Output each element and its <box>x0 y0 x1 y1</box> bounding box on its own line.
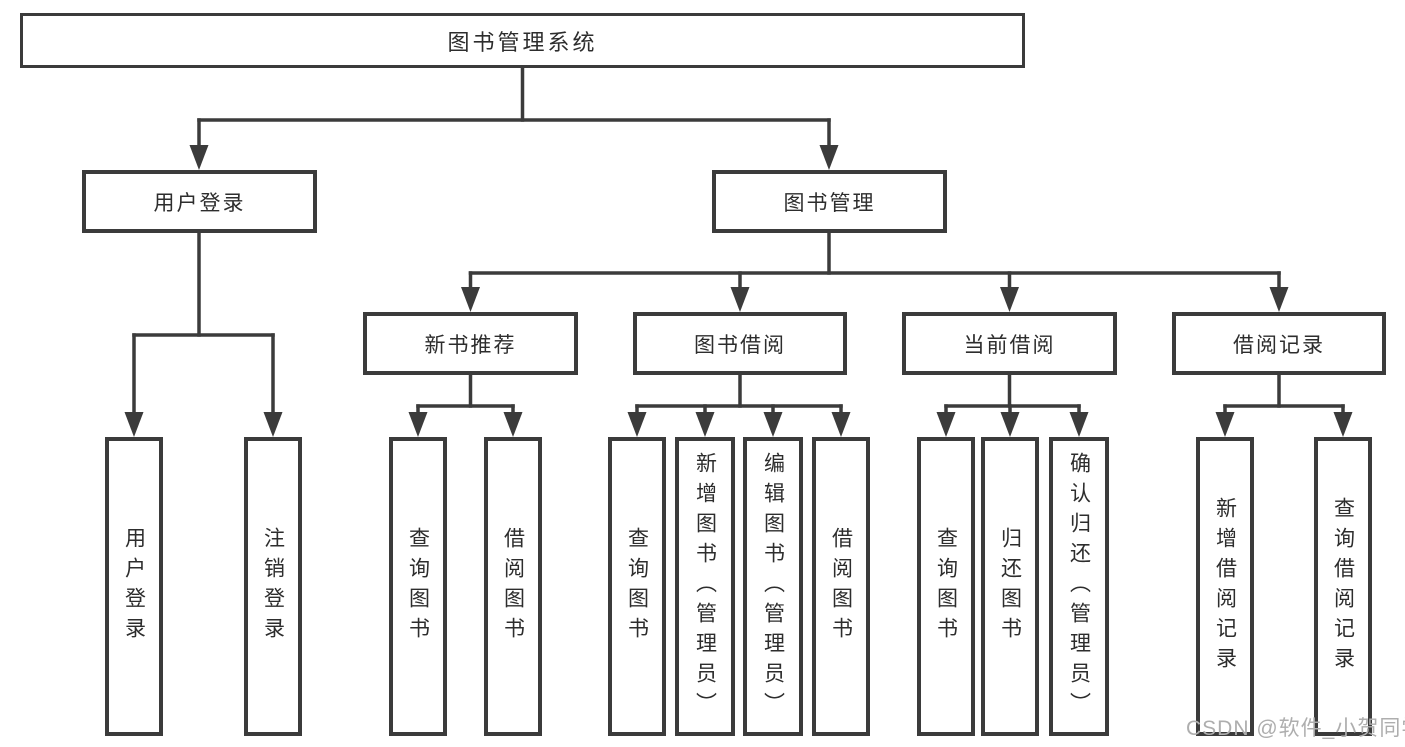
leaf-borrow-add-book-admin: 新增图书（管理员） <box>675 437 735 736</box>
arrowhead <box>1333 412 1353 437</box>
arrowhead <box>189 145 209 170</box>
node-label: 图书管理系统 <box>447 29 598 55</box>
leaf-records-add-record: 新增借阅记录 <box>1196 437 1254 736</box>
arrowhead <box>263 412 283 437</box>
node-label: 借阅图书 <box>501 526 525 647</box>
edges-root-to-level2 <box>189 64 839 170</box>
node-label: 编辑图书（管理员） <box>761 451 785 722</box>
edges-book-management-to-level3 <box>461 229 1289 312</box>
edges-borrow-records-branch <box>1215 373 1353 437</box>
node-label: 当前借阅 <box>963 333 1056 357</box>
leaf-newbook-borrow-books: 借阅图书 <box>484 437 542 736</box>
leaf-current-query-books: 查询图书 <box>917 437 975 736</box>
node-label: 归还图书 <box>998 526 1022 647</box>
node-user-login: 用户登录 <box>82 170 317 233</box>
arrowhead <box>819 145 839 170</box>
arrowhead <box>1000 287 1019 312</box>
node-label: 注销登录 <box>261 526 285 647</box>
arrowhead <box>627 412 647 437</box>
node-label: 查询图书 <box>625 526 649 647</box>
leaf-logout: 注销登录 <box>244 437 302 736</box>
leaf-borrow-edit-book-admin: 编辑图书（管理员） <box>743 437 803 736</box>
arrowhead <box>936 412 956 437</box>
node-label: 图书借阅 <box>694 333 786 357</box>
arrowhead <box>1215 412 1235 437</box>
node-label: 借阅记录 <box>1233 333 1325 357</box>
node-book-management: 图书管理 <box>712 170 947 233</box>
leaf-user-login: 用户登录 <box>105 437 163 736</box>
csdn-watermark: CSDN @软件_小贺同学 <box>1186 717 1405 740</box>
node-current-borrow: 当前借阅 <box>902 312 1117 375</box>
node-borrow-records: 借阅记录 <box>1172 312 1386 375</box>
node-new-book-recommend: 新书推荐 <box>363 312 578 375</box>
node-label: 新增借阅记录 <box>1213 496 1237 677</box>
leaf-current-confirm-return-admin: 确认归还（管理员） <box>1049 437 1109 736</box>
leaf-records-query-record: 查询借阅记录 <box>1314 437 1372 736</box>
edges-book-borrow-branch <box>627 373 851 437</box>
edges-new-book-branch <box>408 373 523 437</box>
arrowhead <box>763 412 783 437</box>
node-label: 确认归还（管理员） <box>1067 451 1091 722</box>
arrowhead <box>1000 412 1020 437</box>
edges-user-login-branch <box>124 229 283 437</box>
node-label: 查询借阅记录 <box>1331 496 1355 677</box>
arrowhead <box>730 287 750 312</box>
arrowhead <box>503 412 523 437</box>
arrowhead <box>408 412 428 437</box>
edges-current-borrow-branch <box>936 373 1089 437</box>
node-label: 图书管理 <box>783 191 876 215</box>
node-book-borrow: 图书借阅 <box>633 312 847 375</box>
arrowhead <box>1269 287 1289 312</box>
arrowhead <box>461 287 480 312</box>
arrowhead <box>695 412 715 437</box>
node-root-system: 图书管理系统 <box>20 13 1025 68</box>
node-label: 用户登录 <box>153 191 246 215</box>
node-label: 新书推荐 <box>424 333 517 357</box>
arrowhead <box>124 412 144 437</box>
node-label: 查询图书 <box>406 526 430 647</box>
leaf-newbook-query-books: 查询图书 <box>389 437 447 736</box>
arrowhead <box>831 412 851 437</box>
node-label: 查询图书 <box>934 526 958 647</box>
leaf-borrow-query-books: 查询图书 <box>608 437 666 736</box>
arrowhead <box>1069 412 1089 437</box>
leaf-borrow-borrow-books: 借阅图书 <box>812 437 870 736</box>
node-label: 借阅图书 <box>829 526 853 647</box>
leaf-current-return-books: 归还图书 <box>981 437 1039 736</box>
node-label: 用户登录 <box>122 526 146 647</box>
node-label: 新增图书（管理员） <box>693 451 717 722</box>
